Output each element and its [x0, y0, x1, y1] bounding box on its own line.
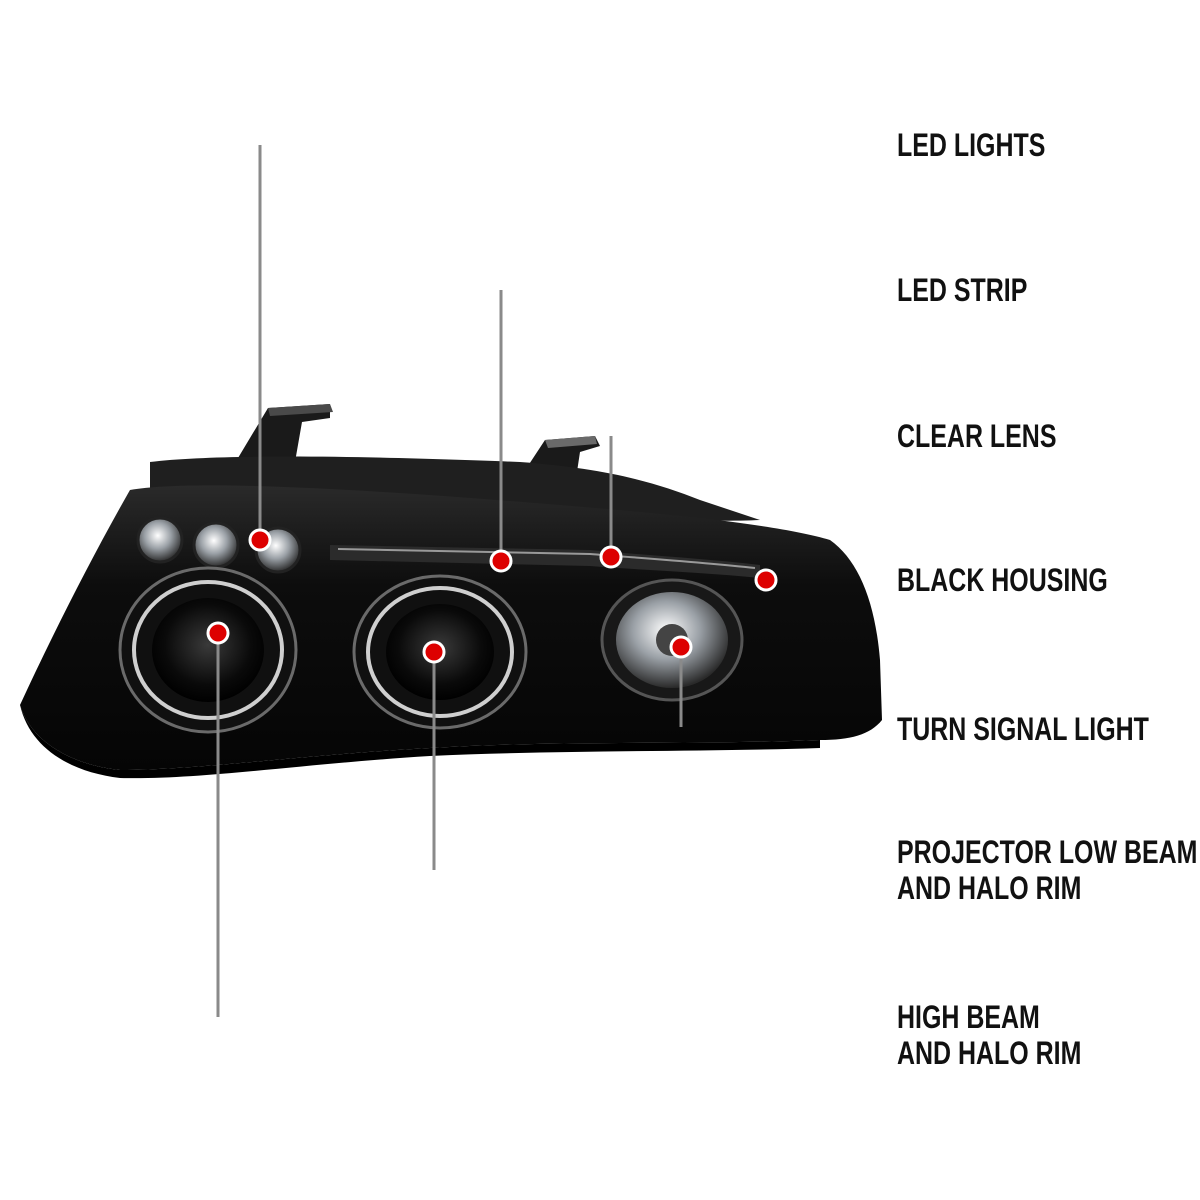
- mounting-bracket-left: [238, 404, 333, 462]
- led-light-cups: [136, 516, 302, 574]
- callout-high-beam-line1: HIGH BEAM: [897, 999, 1040, 1035]
- callout-projector-low-beam-line2: AND HALO RIM: [897, 870, 1082, 906]
- marker-dot-turn-signal: [669, 635, 693, 659]
- marker-dot-high-beam: [206, 621, 230, 645]
- marker-dot-led-strip: [489, 549, 513, 573]
- callout-led-strip: LED STRIP: [897, 272, 1028, 308]
- marker-dot-clear-lens: [599, 545, 623, 569]
- callout-black-housing: BLACK HOUSING: [897, 562, 1108, 598]
- marker-dots: [206, 528, 778, 664]
- callout-clear-lens: CLEAR LENS: [897, 418, 1057, 454]
- top-lens-shell: [150, 456, 760, 521]
- led-strip: [330, 545, 760, 578]
- high-beam-projector: [118, 566, 298, 734]
- callout-projector-low-beam-line1: PROJECTOR LOW BEAM: [897, 834, 1198, 870]
- marker-dot-black-housing: [754, 568, 778, 592]
- callout-high-beam-line2: AND HALO RIM: [897, 1035, 1082, 1071]
- marker-dot-low-beam: [422, 640, 446, 664]
- callout-turn-signal-light: TURN SIGNAL LIGHT: [897, 711, 1149, 747]
- leader-lines: [216, 143, 878, 1019]
- marker-dot-led-lights: [248, 528, 272, 552]
- callout-led-lights: LED LIGHTS: [897, 127, 1046, 163]
